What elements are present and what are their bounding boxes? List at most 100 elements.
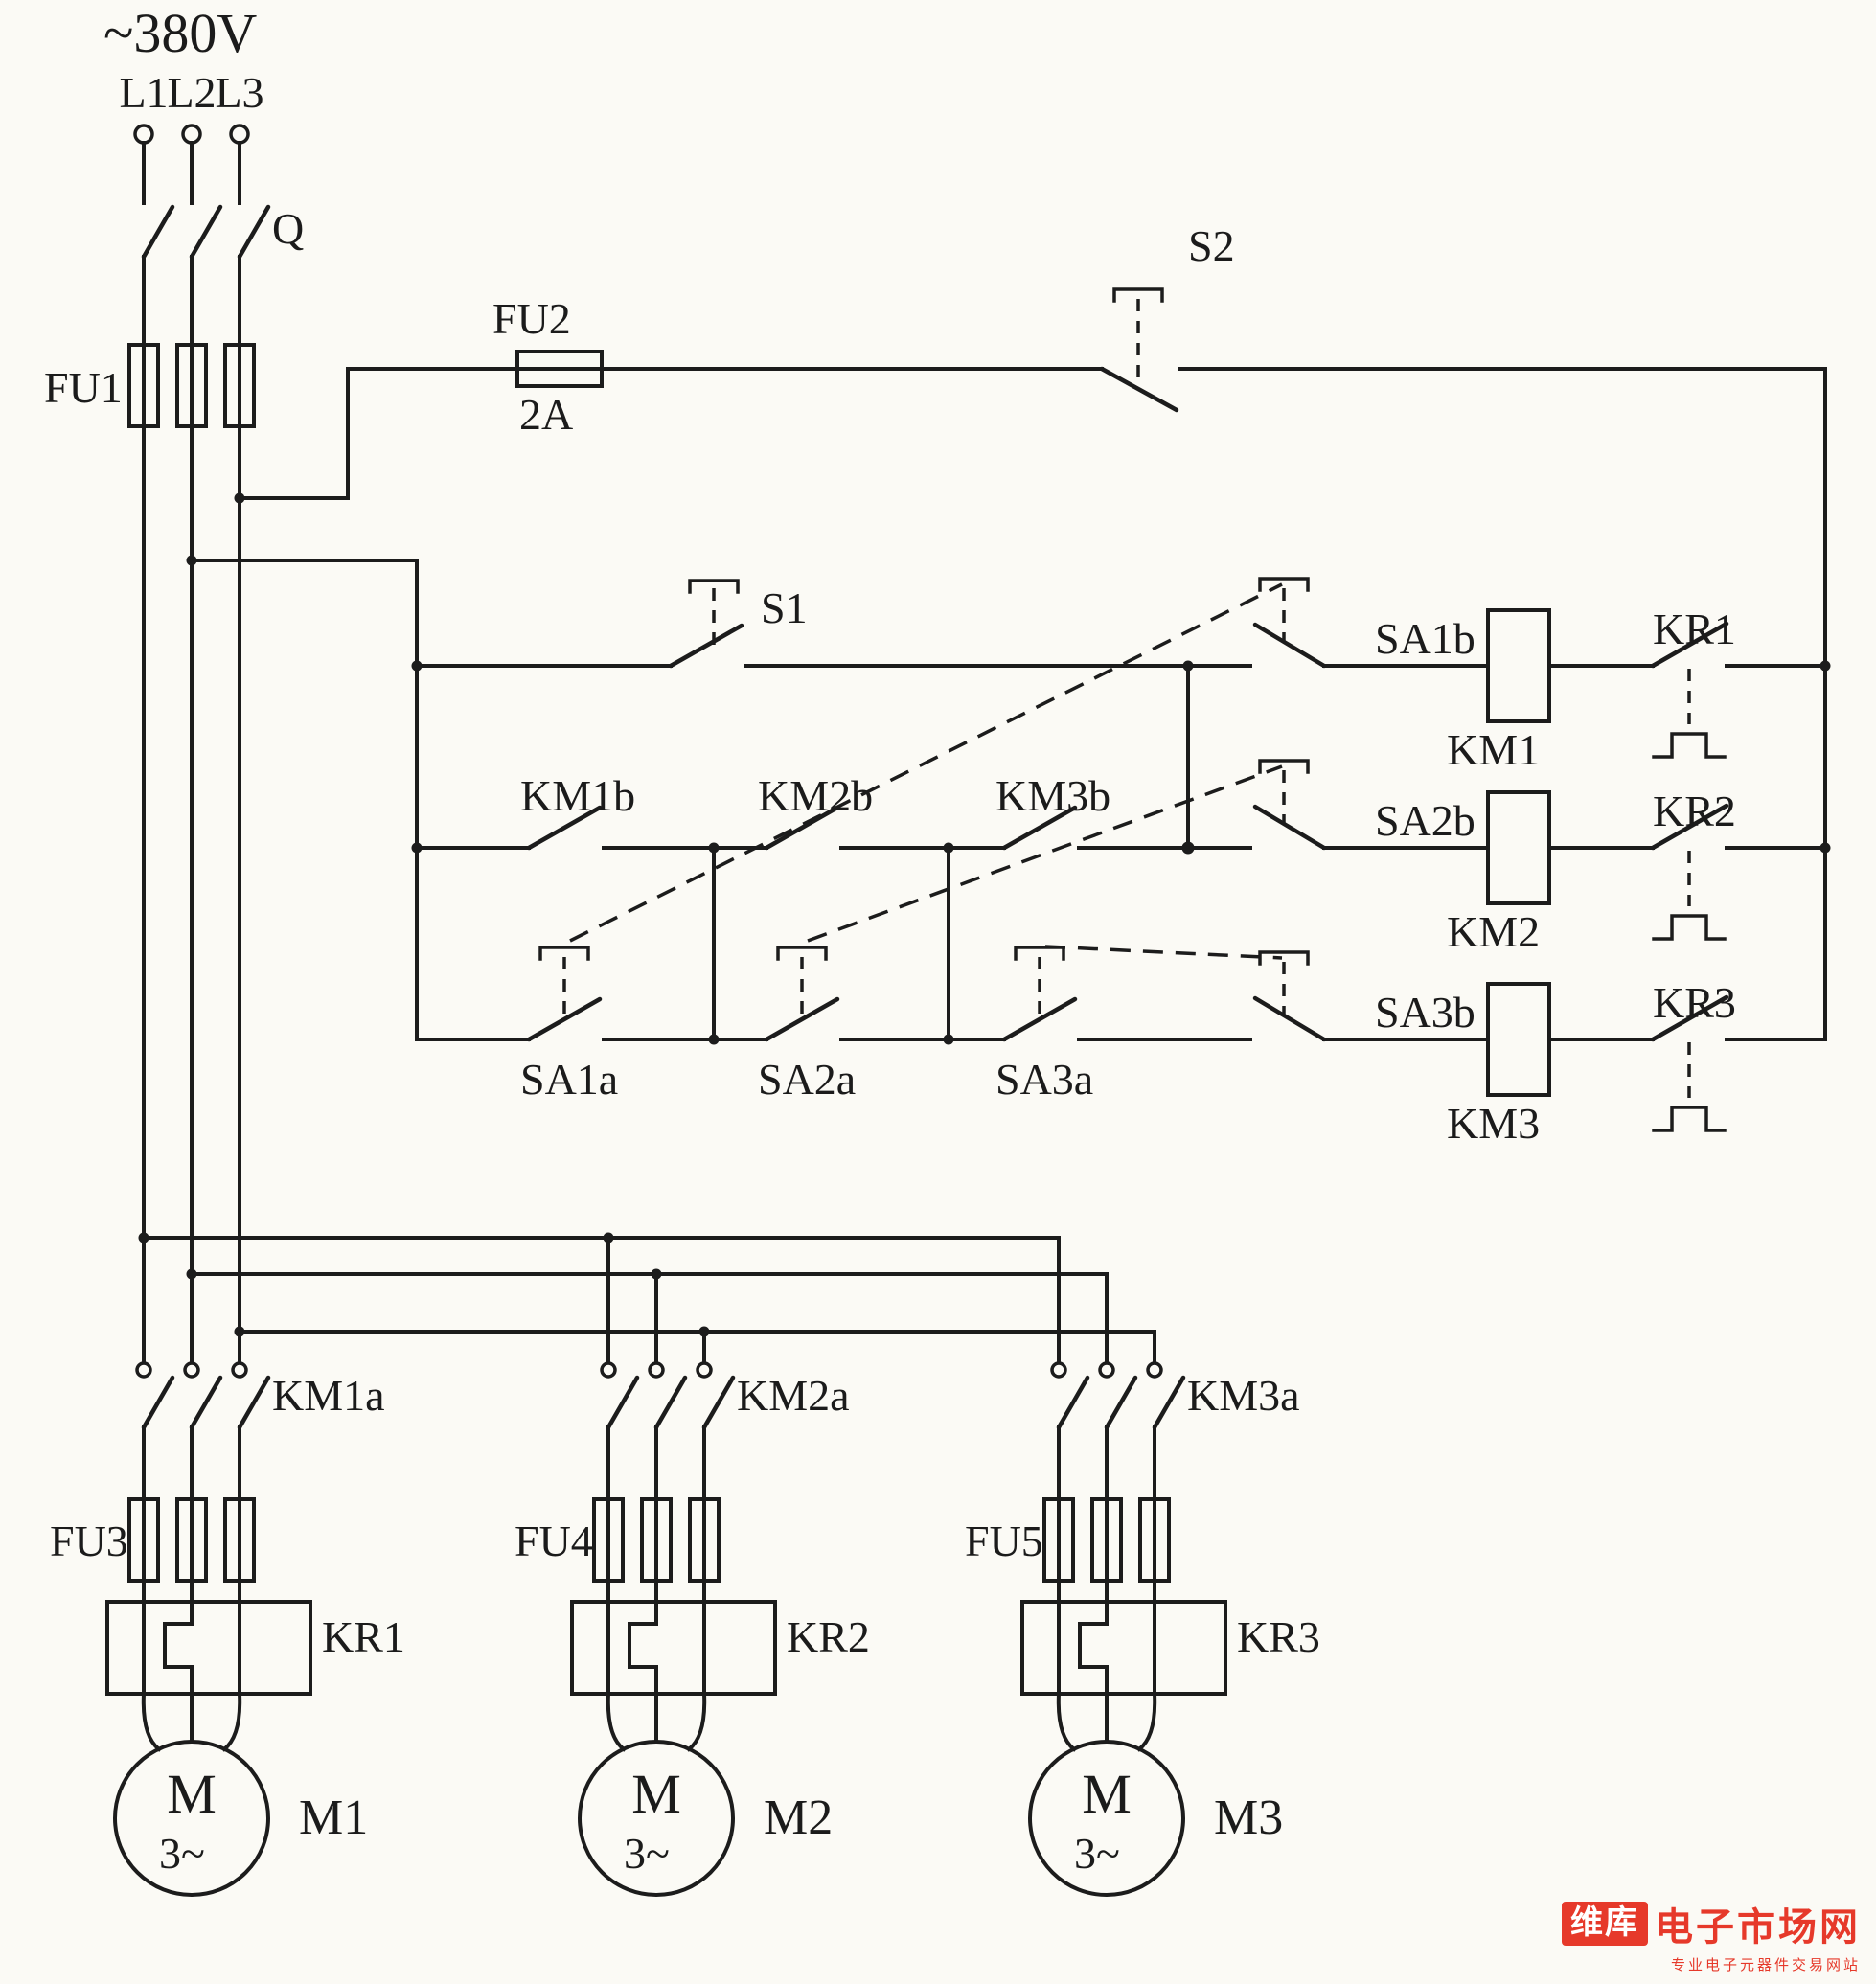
km3-coil	[1486, 982, 1551, 1097]
sa2a-contact-blade	[764, 996, 840, 1042]
junction-dot	[651, 1268, 662, 1280]
km1a-terminal	[183, 1361, 200, 1379]
motor-m2-label: M2	[764, 1790, 833, 1845]
kr2-contact-blade	[1650, 803, 1729, 851]
km2b-label: KM2b	[758, 771, 873, 820]
fu5-fuse-body	[1138, 1497, 1171, 1583]
control-circuit-wires	[190, 367, 1827, 1041]
kr3-relay-body	[1020, 1600, 1227, 1696]
junction-dot	[234, 492, 245, 504]
s2-contact-blade	[1099, 366, 1179, 413]
sa2b-contact-blade	[1252, 804, 1327, 851]
phase-l2-label: L2	[167, 68, 216, 117]
watermark-brand-row: 维库 电子市场网	[1562, 1896, 1861, 1951]
overload-relay-kr1: KR1	[105, 1600, 405, 1696]
junction-dot	[708, 1034, 720, 1045]
sa1a-actuator-bar	[538, 946, 590, 961]
junction-dot	[1182, 660, 1194, 672]
km1a-contact-blades	[141, 1375, 271, 1430]
contactor-km3a: KM3a	[1050, 1361, 1300, 1430]
fu1-fuse-body	[127, 343, 160, 428]
kr1-contact-label: KR1	[1653, 604, 1736, 653]
km2a-terminal	[648, 1361, 665, 1379]
kr2-relay-body	[570, 1600, 777, 1696]
control-rung-2: KM1b KM2b KM3b SA2b KM2 KR2	[520, 759, 1736, 956]
km2a-terminal	[600, 1361, 617, 1379]
overload-relay-kr3: KR3	[1020, 1600, 1320, 1696]
kr1-relay-body	[105, 1600, 312, 1696]
sa1b-label: SA1b	[1375, 614, 1476, 663]
motor-m3-label: M3	[1214, 1790, 1283, 1845]
junction-dot	[411, 660, 423, 672]
kr1-thermal-element	[1652, 732, 1727, 759]
main-fuses-fu1: FU1	[44, 343, 256, 428]
fu1-label: FU1	[44, 363, 123, 412]
q-switch-blades	[141, 204, 271, 260]
selector-linkages	[569, 582, 1283, 960]
sa2a-label: SA2a	[758, 1055, 856, 1104]
sa3a-label: SA3a	[995, 1055, 1093, 1104]
motor-m2-phases: 3~	[624, 1829, 670, 1878]
start-switch-s1: S1	[668, 579, 808, 669]
km1b-label: KM1b	[520, 771, 635, 820]
fu5-label: FU5	[965, 1517, 1043, 1565]
km3a-terminal	[1050, 1361, 1067, 1379]
fu2-rating-label: 2A	[519, 390, 573, 439]
km2a-terminal	[696, 1361, 713, 1379]
sa1a-label: SA1a	[520, 1055, 618, 1104]
kr2-thermal-element	[1652, 914, 1727, 941]
kr3-overload-label: KR3	[1237, 1612, 1320, 1661]
incoming-supply: ~380V L1 L2 L3	[103, 2, 264, 145]
fu5-fuse-body	[1042, 1497, 1075, 1583]
fu2-label: FU2	[492, 294, 571, 343]
junction-dot	[943, 842, 954, 854]
fu3-fuse-body	[175, 1497, 208, 1583]
km1a-terminal	[135, 1361, 152, 1379]
sa1b-actuator-bar	[1258, 577, 1310, 592]
km2a-label: KM2a	[737, 1371, 850, 1420]
sa2b-label: SA2b	[1375, 796, 1476, 845]
motor-m1-label: M1	[299, 1790, 368, 1845]
motor-m1-letter: M	[167, 1763, 217, 1825]
fu3-fuse-body	[127, 1497, 160, 1583]
junction-dot	[1819, 842, 1831, 854]
km1a-label: KM1a	[272, 1371, 385, 1420]
branch-fuses-fu4: FU4	[515, 1497, 721, 1583]
sa1-linkage-line	[569, 582, 1283, 943]
terminal-l1	[133, 124, 154, 145]
junction-dot	[234, 1326, 245, 1337]
motor-m1: M 3~ M1	[113, 1740, 368, 1897]
junction-dot	[698, 1326, 710, 1337]
sa2a-actuator-bar	[776, 946, 828, 961]
km3a-terminal	[1146, 1361, 1163, 1379]
sa1b-contact-blade	[1252, 622, 1327, 669]
control-rung-3: SA1a SA2a SA3a SA3b KM3 KR3	[520, 946, 1736, 1148]
fu4-fuse-body	[640, 1497, 673, 1583]
sa2-linkage-line	[807, 764, 1283, 943]
motor-m3-phases: 3~	[1074, 1829, 1120, 1878]
branch-fuses-fu5: FU5	[965, 1497, 1171, 1583]
motor-m3-letter: M	[1082, 1763, 1132, 1825]
power-bus-wires	[141, 141, 1157, 1752]
sa3b-label: SA3b	[1375, 988, 1476, 1037]
motor-m2: M 3~ M2	[578, 1740, 833, 1897]
sa3a-contact-blade	[1001, 996, 1078, 1042]
km2b-contact-blade	[764, 805, 840, 851]
s1-actuator-bar	[688, 579, 740, 594]
junction-dot	[1181, 841, 1195, 855]
sa3a-actuator-bar	[1014, 946, 1065, 961]
junction-dot	[411, 842, 423, 854]
junction-dots	[138, 492, 1831, 1337]
fu2-fuse-body	[515, 350, 604, 388]
junction-dot	[186, 1268, 197, 1280]
sa3b-contact-blade	[1252, 995, 1327, 1042]
km3b-label: KM3b	[995, 771, 1110, 820]
disconnect-switch-q: Q	[141, 204, 304, 260]
km2a-contact-blades	[606, 1375, 736, 1430]
junction-dot	[186, 555, 197, 566]
km1b-contact-blade	[526, 805, 603, 851]
km1-coil-label: KM1	[1447, 725, 1540, 774]
junction-dot	[943, 1034, 954, 1045]
contactor-km2a: KM2a	[600, 1361, 850, 1430]
